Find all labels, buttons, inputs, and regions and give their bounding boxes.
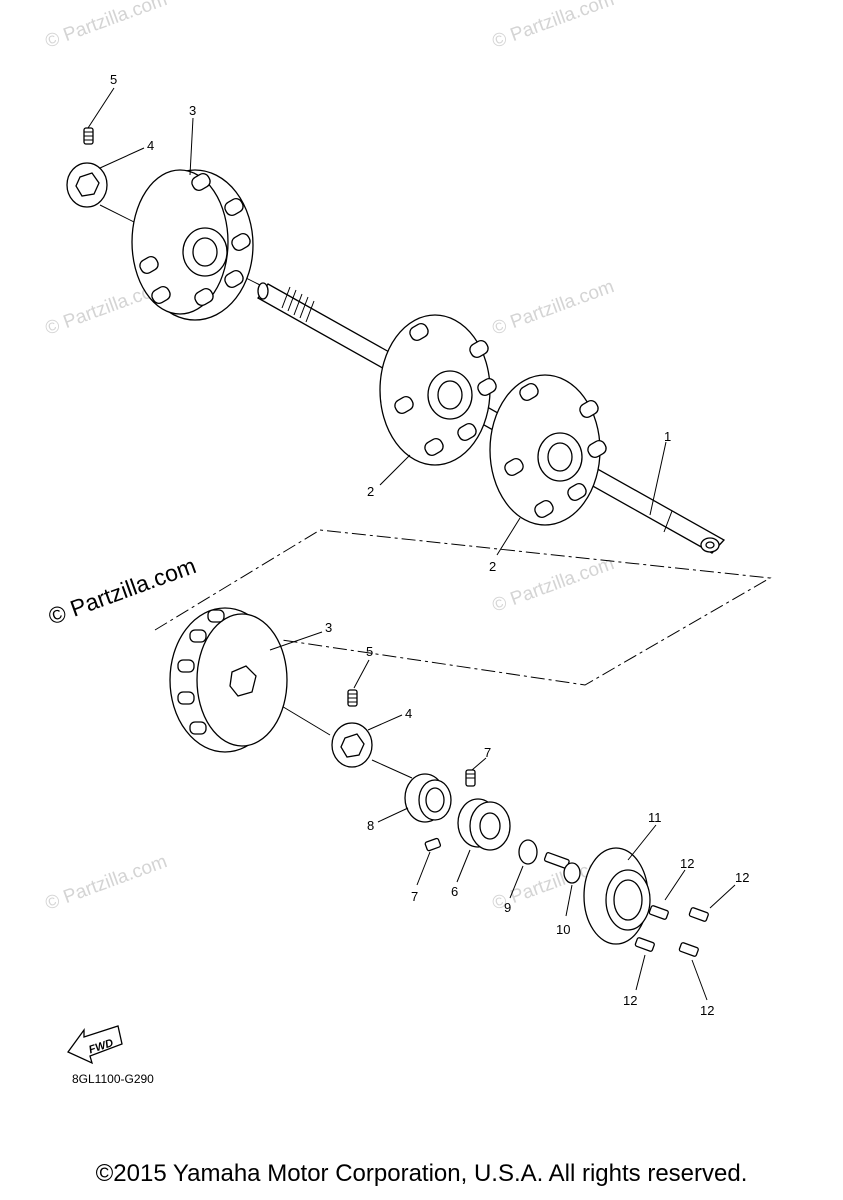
copyright-notice: ©2015 Yamaha Motor Corporation, U.S.A. A… <box>95 1160 748 1187</box>
callout-7: 7 <box>411 889 418 904</box>
nut <box>518 839 538 865</box>
sprocket-wheel-lower <box>169 607 288 753</box>
collar-lower <box>331 722 373 768</box>
callout-1: 1 <box>664 429 671 444</box>
callout-12: 12 <box>680 856 694 871</box>
sprocket-right <box>489 374 607 526</box>
set-screw-7-lower <box>424 837 442 852</box>
leader-lines-lower <box>269 631 736 1001</box>
set-screw-top <box>83 127 94 145</box>
callout-3: 3 <box>189 103 196 118</box>
bearing <box>457 798 511 851</box>
watermark: © Partzilla.com <box>43 851 170 915</box>
callout-11: 11 <box>648 810 662 825</box>
callout-2: 2 <box>489 559 496 574</box>
bearing-flange <box>583 847 651 945</box>
watermark: © Partzilla.com <box>490 276 617 340</box>
flange-bolt <box>543 852 581 884</box>
callout-7: 7 <box>484 745 491 760</box>
callout-5: 5 <box>366 644 373 659</box>
callout-3: 3 <box>325 620 332 635</box>
axis-line <box>371 759 413 779</box>
leader-lines-upper <box>87 87 667 556</box>
set-screw-7-upper <box>465 769 476 787</box>
watermark: © Partzilla.com <box>43 0 170 53</box>
callout-4: 4 <box>405 706 412 721</box>
watermark: © Partzilla.com <box>490 553 617 617</box>
callout-12: 12 <box>700 1003 714 1018</box>
callout-6: 6 <box>451 884 458 899</box>
sprocket-middle <box>379 314 497 466</box>
bolts-12 <box>634 905 709 957</box>
collar-top <box>66 162 108 208</box>
callout-9: 9 <box>504 900 511 915</box>
callout-10: 10 <box>556 922 570 937</box>
set-screw-lower <box>347 689 358 707</box>
watermark-main: © Partzilla.com <box>45 552 200 629</box>
callout-12: 12 <box>735 870 749 885</box>
callout-5: 5 <box>110 72 117 87</box>
callouts: 5 4 3 1 2 2 3 5 4 7 8 7 6 9 10 11 12 12 … <box>110 72 749 1018</box>
diagram-code: 8GL1100-G290 <box>72 1072 154 1086</box>
forward-arrow-icon: FWD <box>67 1025 123 1065</box>
callout-2: 2 <box>367 484 374 499</box>
reference-outline <box>154 529 772 686</box>
bearing-housing <box>404 773 452 823</box>
callout-8: 8 <box>367 818 374 833</box>
callout-12: 12 <box>623 993 637 1008</box>
watermark: © Partzilla.com <box>490 0 617 53</box>
axis-line <box>279 704 331 736</box>
sprocket-wheel-top <box>131 169 254 321</box>
callout-4: 4 <box>147 138 154 153</box>
